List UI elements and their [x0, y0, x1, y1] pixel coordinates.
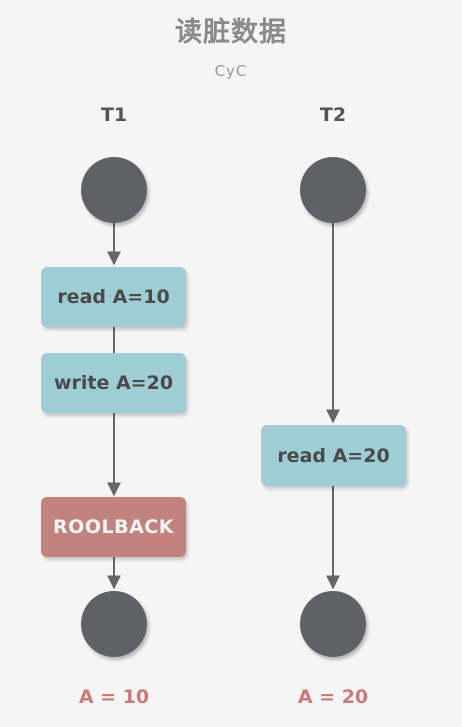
t1-step-rollback: ROOLBACK	[41, 497, 186, 557]
t2-step-read: read A=20	[261, 425, 406, 486]
diagram-title: 读脏数据	[175, 17, 287, 48]
t1-step-read: read A=10	[41, 267, 186, 327]
t1-start-node	[81, 157, 147, 223]
t2-result: A = 20	[297, 686, 369, 708]
t1-end-node	[81, 591, 147, 657]
t2-label: T2	[319, 104, 347, 126]
t2-start-node	[300, 157, 366, 223]
diagram-subtitle: CyC	[214, 62, 248, 80]
t1-step-write: write A=20	[41, 353, 186, 413]
t1-label: T1	[100, 104, 128, 126]
t2-end-node	[300, 591, 366, 657]
t1-result: A = 10	[78, 686, 150, 708]
